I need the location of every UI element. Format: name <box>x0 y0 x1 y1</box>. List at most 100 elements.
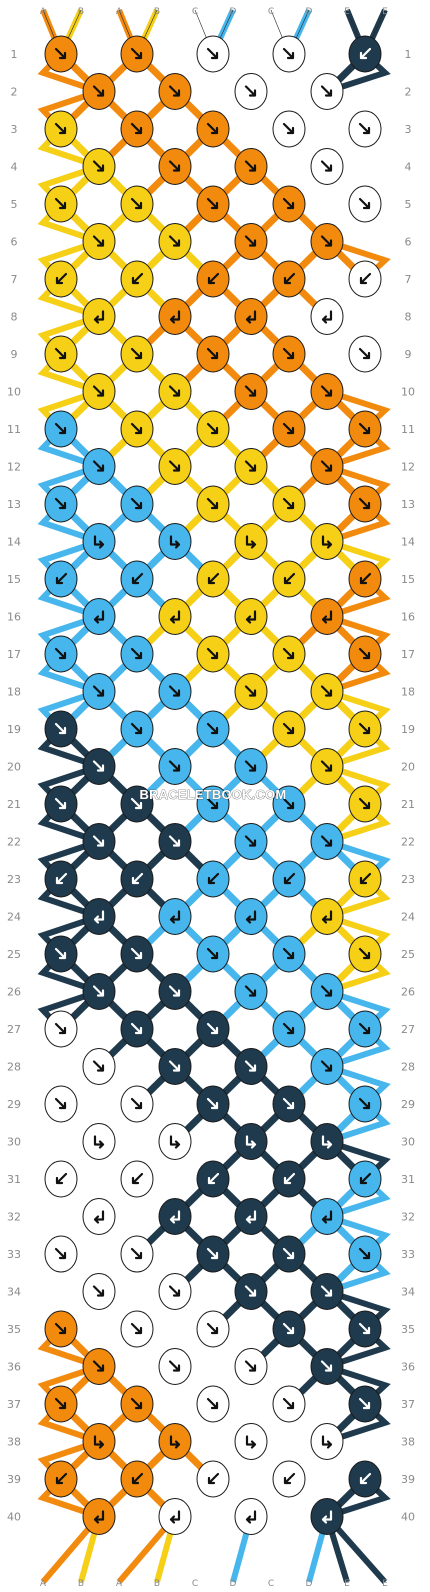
knot-r35-1 <box>44 1310 78 1348</box>
knot-r16-4 <box>310 598 344 635</box>
bottom-string-label: B <box>78 1579 84 1589</box>
knot-arrow-icon <box>283 572 296 585</box>
row-number-right: 18 <box>401 686 415 699</box>
row-number-right: 19 <box>401 723 415 736</box>
row-number-right: 2 <box>405 86 412 99</box>
bottom-string-label: C <box>192 1579 198 1589</box>
knot-arrow-icon <box>92 460 105 472</box>
row-number-right: 4 <box>405 161 412 174</box>
row-number-right: 29 <box>401 1098 415 1111</box>
knot-arrow-icon <box>92 835 105 847</box>
knot-r39-1 <box>44 1460 78 1498</box>
row-number-right: 9 <box>405 348 412 361</box>
knot-arrow-icon <box>55 572 68 585</box>
knot-arrow-icon <box>320 235 333 247</box>
knot-arrow-icon <box>359 872 372 885</box>
knot-arrow-icon <box>321 1135 333 1149</box>
knot-r35-3 <box>196 1310 230 1348</box>
knot-r15-4 <box>272 560 306 598</box>
row-number-left: 34 <box>7 1286 21 1299</box>
knot-r31-1 <box>44 1160 78 1198</box>
knot-r10-3 <box>234 373 268 410</box>
row-number-left: 36 <box>7 1361 21 1374</box>
knot-arrow-icon <box>130 1247 143 1260</box>
knot-arrow-icon <box>131 1172 144 1185</box>
knot-arrow-icon <box>358 197 371 210</box>
knot-arrow-icon <box>358 722 371 735</box>
knot-arrow-icon <box>92 985 105 997</box>
knot-arrow-icon <box>130 122 143 135</box>
knot-r6-3 <box>234 223 268 260</box>
knot-r28-4 <box>310 1048 344 1085</box>
knot-r3-1 <box>44 110 78 148</box>
row-number-left: 27 <box>7 1023 21 1036</box>
row-number-left: 21 <box>7 798 21 811</box>
top-string-label: C <box>192 7 198 17</box>
knot-r25-4 <box>272 935 306 973</box>
knot-arrow-icon <box>54 1022 67 1035</box>
row-number-left: 26 <box>7 986 21 999</box>
knot-r39-2 <box>120 1460 154 1498</box>
knot-arrow-icon <box>358 947 371 960</box>
knot-arrow-icon <box>92 760 105 772</box>
knot-r30-3 <box>234 1123 268 1160</box>
knot-arrow-icon <box>359 572 372 585</box>
knot-arrow-icon <box>206 947 219 960</box>
knot-arrow-icon <box>206 1022 219 1035</box>
knot-r21-5 <box>348 785 382 823</box>
knot-r29-4 <box>272 1085 306 1123</box>
row-number-right: 15 <box>401 573 415 586</box>
knot-arrow-icon <box>54 722 67 735</box>
top-string-label: B <box>78 7 84 17</box>
knot-arrow-icon <box>244 385 257 397</box>
row-number-right: 31 <box>401 1173 415 1186</box>
knot-arrow-icon <box>245 1435 257 1449</box>
row-number-left: 5 <box>11 198 18 211</box>
knot-r20-3 <box>234 748 268 785</box>
knot-r12-4 <box>310 448 344 485</box>
knot-r22-1 <box>82 823 116 860</box>
row-number-left: 9 <box>11 348 18 361</box>
knot-r32-2 <box>158 1198 192 1235</box>
knot-arrow-icon <box>130 197 143 210</box>
top-string-label: A <box>116 7 123 17</box>
knot-r5-3 <box>196 185 230 223</box>
bottom-string-label: A <box>116 1579 123 1589</box>
knot-r9-3 <box>196 335 230 373</box>
row-number-left: 1 <box>11 48 18 61</box>
knot-r14-3 <box>234 523 268 560</box>
knot-r34-1 <box>82 1273 116 1310</box>
knot-arrow-icon <box>168 835 181 847</box>
row-number-right: 8 <box>405 311 412 324</box>
knot-arrow-icon <box>168 1285 181 1297</box>
row-number-right: 5 <box>405 198 412 211</box>
bottom-string-label: B <box>154 1579 160 1589</box>
knot-arrow-icon <box>320 1285 333 1297</box>
knot-arrow-icon <box>358 1397 371 1410</box>
knot-arrow-icon <box>206 122 219 135</box>
knot-arrow-icon <box>92 385 105 397</box>
knot-r16-3 <box>234 598 268 635</box>
knot-arrow-icon <box>55 1472 68 1485</box>
row-number-right: 30 <box>401 1136 415 1149</box>
knot-arrow-icon <box>358 122 371 135</box>
knot-r5-2 <box>120 185 154 223</box>
knot-arrow-icon <box>245 535 257 549</box>
knot-r23-5 <box>348 860 382 898</box>
knot-arrow-icon <box>55 272 68 285</box>
watermark-text: BRACELETBOOK.COM <box>140 787 287 802</box>
knot-r11-2 <box>120 410 154 448</box>
knot-r36-3 <box>234 1348 268 1385</box>
row-number-left: 23 <box>7 873 21 886</box>
knot-arrow-icon <box>168 985 181 997</box>
knot-r39-4 <box>272 1460 306 1498</box>
knot-r14-1 <box>82 523 116 560</box>
knot-arrow-icon <box>92 1360 105 1372</box>
knot-arrow-icon <box>321 1435 333 1449</box>
knot-arrow-icon <box>130 647 143 660</box>
row-number-right: 24 <box>401 911 415 924</box>
top-string-label: C <box>268 7 274 17</box>
knot-r2-2 <box>158 73 192 110</box>
knot-arrow-icon <box>207 272 220 285</box>
knot-arrow-icon <box>244 85 257 97</box>
